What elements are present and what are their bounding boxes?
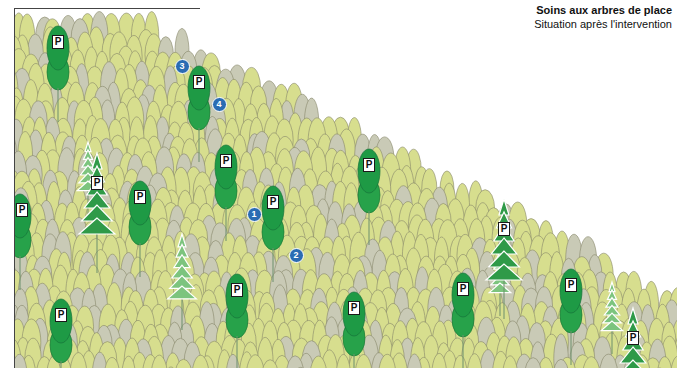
marker-letter: P [223, 155, 230, 167]
tree-crown [336, 354, 351, 368]
tree-marker: P [220, 154, 232, 168]
marker-letter: P [19, 204, 26, 216]
tree-crown [226, 354, 240, 368]
marker-letter: P [460, 283, 467, 295]
marker-letter: P [630, 332, 637, 344]
tree-crown [553, 359, 570, 368]
conifer [79, 153, 115, 273]
callout-number: 4 [212, 97, 227, 112]
tree-crown [407, 354, 422, 368]
selected-tree [226, 274, 248, 368]
callout-label: 3 [179, 59, 184, 74]
tree-crown [192, 355, 210, 368]
callout-label: 1 [251, 207, 256, 222]
tree-crown [104, 357, 120, 368]
tree-crown [121, 356, 135, 368]
tree-crown [310, 356, 328, 368]
tree-crown [355, 354, 373, 368]
tree-crown [261, 360, 279, 368]
tree-crown [524, 358, 542, 368]
tree-crown [174, 359, 192, 368]
tree-crown [246, 355, 265, 368]
marker-letter: P [196, 76, 203, 88]
marker-letter: P [501, 223, 508, 235]
tree-crown [163, 367, 179, 368]
tree-crown [453, 355, 468, 368]
frame-line [14, 8, 200, 9]
marker-letter: P [568, 279, 575, 291]
tree-marker: P [134, 190, 146, 204]
marker-letter: P [351, 302, 358, 314]
callout-number: 3 [175, 59, 190, 74]
selected-tree [560, 269, 582, 365]
marker-letter: P [94, 177, 101, 189]
tree-crown [502, 356, 517, 368]
marker-letter: P [137, 191, 144, 203]
selected-tree [47, 26, 69, 122]
tree-marker: P [91, 176, 103, 190]
tree-marker: P [457, 282, 469, 296]
callout-label: 2 [293, 248, 298, 263]
conifer [601, 282, 623, 354]
tree-crown [670, 356, 677, 368]
marker-letter: P [366, 159, 373, 171]
conifer [486, 199, 522, 319]
tree-crown [467, 354, 482, 368]
subtitle: Situation après l'intervention [534, 17, 672, 31]
tree-crown [15, 354, 27, 368]
marker-letter: P [58, 309, 65, 321]
callout-number: 2 [289, 248, 304, 263]
tree-crown [599, 354, 617, 368]
tree-crown [286, 356, 304, 368]
tree-crown [151, 355, 168, 368]
selected-tree [15, 194, 31, 290]
selected-tree [343, 292, 365, 368]
selected-tree [129, 181, 151, 277]
tree-crown [292, 367, 310, 368]
marker-letter: P [55, 36, 62, 48]
selected-tree [358, 149, 380, 245]
tree-marker: P [363, 158, 375, 172]
title: Soins aux arbres de place [534, 3, 672, 17]
tree-marker: P [498, 222, 510, 236]
tree-marker: P [16, 203, 28, 217]
tree-marker: P [627, 331, 639, 345]
conifer [168, 234, 197, 330]
tree-marker: P [348, 301, 360, 315]
tree-marker: P [267, 195, 279, 209]
frame-line [14, 8, 15, 368]
tree-marker: P [52, 35, 64, 49]
tree-crown [657, 357, 672, 368]
heading-block: Soins aux arbres de placeSituation après… [534, 3, 672, 31]
tree-marker: P [565, 278, 577, 292]
selected-tree [50, 299, 72, 368]
callout-label: 4 [216, 97, 221, 112]
selected-tree [452, 273, 474, 368]
tree-crown [582, 357, 600, 368]
tree-marker: P [55, 308, 67, 322]
tree-crown [92, 352, 107, 368]
marker-letter: P [234, 284, 241, 296]
tree-crown [379, 354, 396, 368]
tree-crown [432, 353, 447, 368]
tree-marker: P [193, 75, 205, 89]
tree-marker: P [231, 283, 243, 297]
conifer [615, 308, 651, 368]
selected-tree [188, 66, 210, 162]
tree-crown [70, 353, 87, 368]
selected-tree [262, 186, 284, 282]
marker-letter: P [270, 196, 277, 208]
selected-tree [215, 145, 237, 241]
callout-number: 1 [247, 207, 262, 222]
